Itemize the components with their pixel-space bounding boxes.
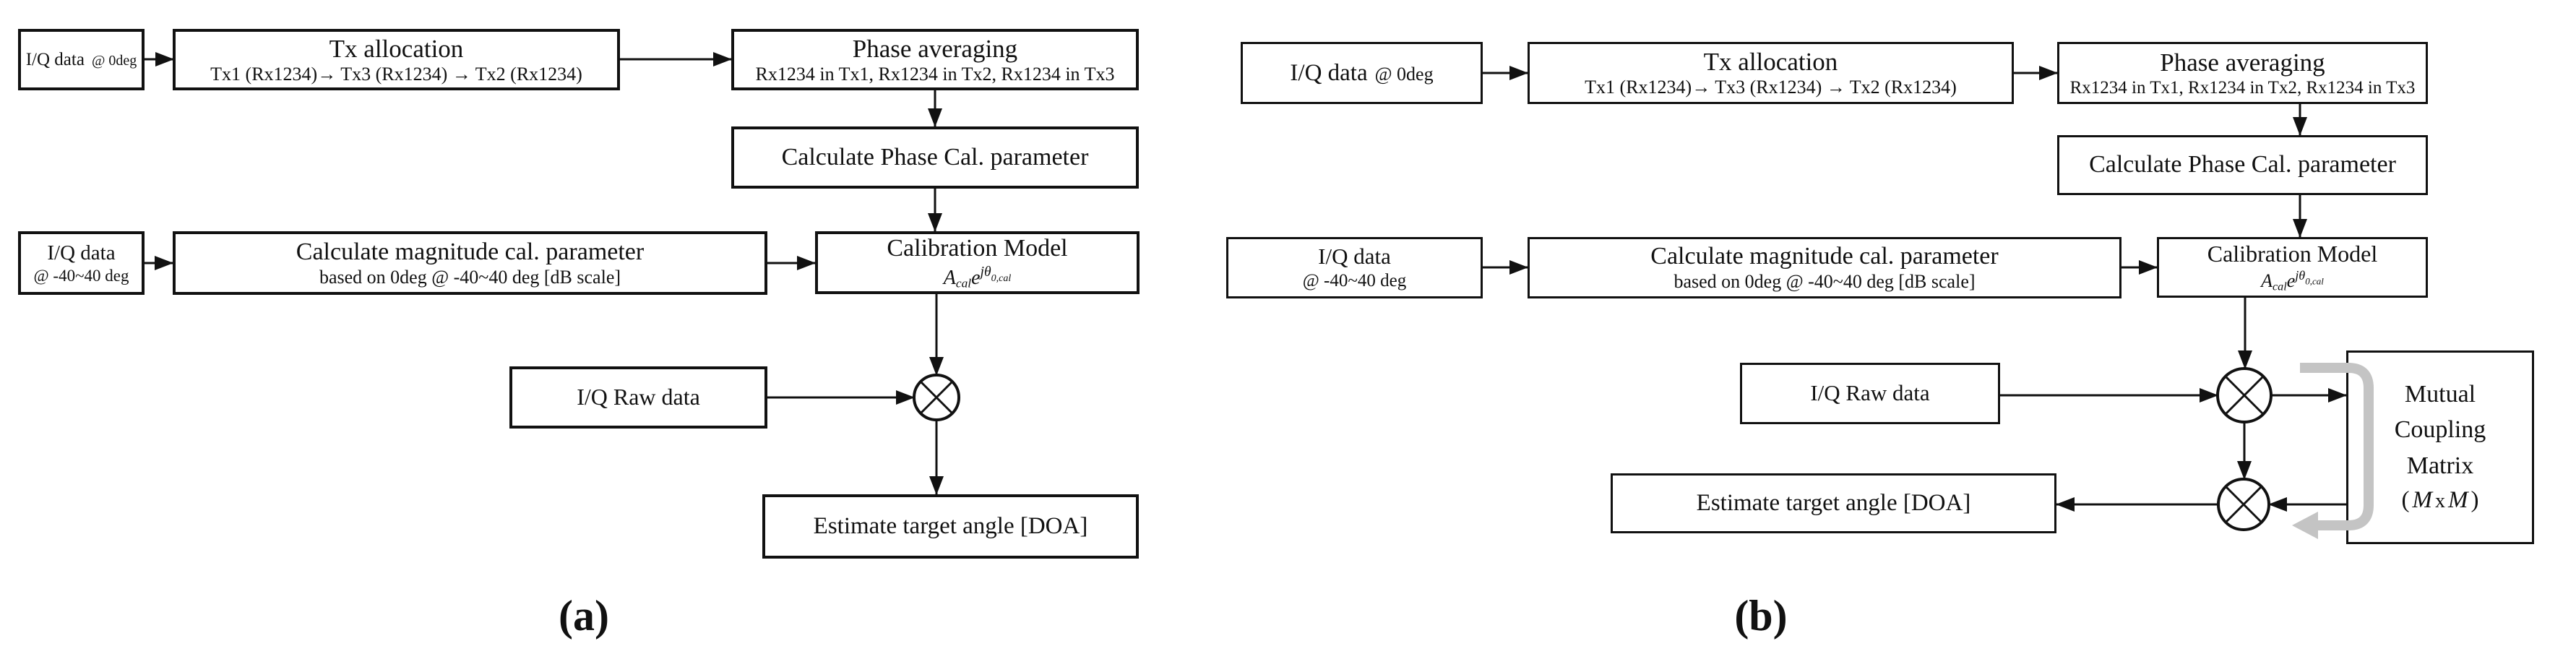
mutual-line-2: Coupling xyxy=(2394,416,2486,444)
box-a-estimate-target-angle-doa: Estimate target angle [DOA] xyxy=(762,494,1139,559)
box-b-iq-raw-data: I/Q Raw data xyxy=(1740,363,2000,424)
formula-base: A xyxy=(2261,270,2273,292)
dim-x: x xyxy=(2434,490,2446,513)
box-a-calc-magnitude-cal-parameter: Calculate magnitude cal. parameter based… xyxy=(173,231,767,295)
calibration-formula: Acalejθ0,cal xyxy=(2261,268,2324,294)
formula-sup-sub: 0,cal xyxy=(991,272,1012,284)
dim-m1: M xyxy=(2412,487,2432,514)
multiply-icon-b1 xyxy=(2216,367,2273,423)
box-suffix: @ 0deg xyxy=(1374,63,1434,85)
box-suffix: @ 0deg xyxy=(91,52,137,69)
box-title: Calibration Model xyxy=(887,235,1068,262)
formula-sup-sub: 0,cal xyxy=(2305,275,2324,287)
box-subtitle: @ -40~40 deg xyxy=(33,266,129,285)
box-title: I/Q data xyxy=(25,49,85,69)
box-title: I/Q data xyxy=(1290,59,1368,86)
formula-base-sub: cal xyxy=(2273,280,2287,293)
formula-sup: jθ xyxy=(2295,268,2306,283)
box-title: Phase averaging xyxy=(852,34,1018,63)
box-b-iq-data-0deg: I/Q data @ 0deg xyxy=(1241,42,1483,104)
box-a-iq-data-40deg: I/Q data @ -40~40 deg xyxy=(18,231,145,295)
formula-base: A xyxy=(943,266,956,289)
dim-m2: M xyxy=(2448,487,2468,514)
box-a-iq-raw-data: I/Q Raw data xyxy=(509,366,767,429)
formula-exp-base: e xyxy=(2286,270,2296,292)
box-subtitle: based on 0deg @ -40~40 deg [dB scale] xyxy=(1673,271,1976,293)
box-title: Calibration Model xyxy=(2207,241,2378,267)
box-b-phase-averaging: Phase averaging Rx1234 in Tx1, Rx1234 in… xyxy=(2057,42,2428,104)
mutual-line-1: Mutual xyxy=(2404,381,2476,408)
panel-a-caption: (a) xyxy=(559,592,609,640)
dim-close: ) xyxy=(2471,487,2479,514)
formula-base-sub: cal xyxy=(955,276,972,291)
box-b-calibration-model: Calibration Model Acalejθ0,cal xyxy=(2157,237,2428,298)
mutual-line-3: Matrix xyxy=(2406,452,2474,479)
box-title: Tx allocation xyxy=(1703,48,1838,77)
box-title: Calculate magnitude cal. parameter xyxy=(296,238,645,265)
dim-open: ( xyxy=(2401,487,2410,514)
box-title: I/Q Raw data xyxy=(577,384,700,410)
formula-sup: jθ xyxy=(980,264,991,280)
box-title: Calculate Phase Cal. parameter xyxy=(2089,151,2396,178)
multiply-icon-b2 xyxy=(2217,478,2270,531)
calibration-formula: Acalejθ0,cal xyxy=(944,264,1011,291)
box-b-calc-magnitude-cal-parameter: Calculate magnitude cal. parameter based… xyxy=(1528,237,2121,298)
box-a-calibration-model: Calibration Model Acalejθ0,cal xyxy=(815,231,1140,294)
box-subtitle: Tx1 (Rx1234)→ Tx3 (Rx1234) → Tx2 (Rx1234… xyxy=(210,63,582,85)
box-b-iq-data-40deg: I/Q data @ -40~40 deg xyxy=(1226,237,1483,298)
box-subtitle: Tx1 (Rx1234)→ Tx3 (Rx1234) → Tx2 (Rx1234… xyxy=(1585,77,1957,98)
box-b-calc-phase-cal-parameter: Calculate Phase Cal. parameter xyxy=(2057,135,2428,195)
flow-arrows-panel-a xyxy=(145,52,944,495)
box-b-estimate-target-angle-doa: Estimate target angle [DOA] xyxy=(1611,473,2056,533)
box-a-phase-averaging: Phase averaging Rx1234 in Tx1, Rx1234 in… xyxy=(731,29,1139,90)
box-title: I/Q data xyxy=(47,241,116,265)
box-title: I/Q Raw data xyxy=(1810,380,1930,406)
box-title: Phase averaging xyxy=(2160,48,2325,77)
box-title: Estimate target angle [DOA] xyxy=(1696,490,1971,517)
box-subtitle: @ -40~40 deg xyxy=(1302,271,1407,291)
box-title: I/Q data xyxy=(1318,244,1391,270)
box-title: Estimate target angle [DOA] xyxy=(813,513,1088,540)
box-title: Calculate magnitude cal. parameter xyxy=(1650,243,1999,270)
box-a-calc-phase-cal-parameter: Calculate Phase Cal. parameter xyxy=(731,126,1139,189)
multiply-icon-a xyxy=(913,374,960,421)
panel-b-caption: (b) xyxy=(1734,592,1788,640)
box-subtitle: Rx1234 in Tx1, Rx1234 in Tx2, Rx1234 in … xyxy=(755,63,1115,85)
box-title: Tx allocation xyxy=(329,34,464,63)
formula-exp-base: e xyxy=(971,266,981,289)
box-a-iq-data-0deg: I/Q data @ 0deg xyxy=(18,29,145,90)
box-subtitle: based on 0deg @ -40~40 deg [dB scale] xyxy=(319,266,621,288)
box-b-tx-allocation: Tx allocation Tx1 (Rx1234)→ Tx3 (Rx1234)… xyxy=(1528,42,2014,104)
box-subtitle: Rx1234 in Tx1, Rx1234 in Tx2, Rx1234 in … xyxy=(2069,77,2416,98)
box-a-tx-allocation: Tx allocation Tx1 (Rx1234)→ Tx3 (Rx1234)… xyxy=(173,29,620,90)
box-title: Calculate Phase Cal. parameter xyxy=(781,143,1089,171)
